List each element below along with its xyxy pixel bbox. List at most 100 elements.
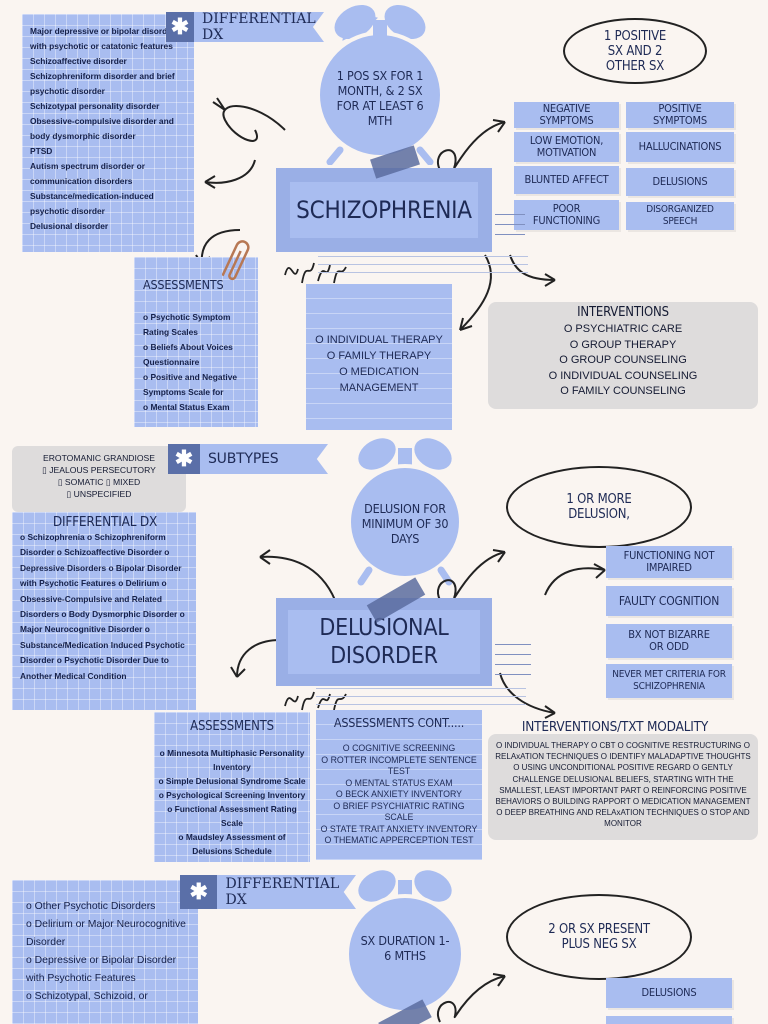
- interventions-text: O INDIVIDUAL THERAPY O CBT O COGNITIVE R…: [495, 741, 751, 829]
- subtypes-ribbon: ✱ SUBTYPES: [168, 444, 328, 474]
- list-item: O BRIEF PSYCHIATRIC RATING SCALE: [333, 800, 465, 823]
- feature-item: DELUSIONS: [606, 978, 732, 1008]
- lined-divider: [495, 664, 531, 665]
- criteria-bubble: 2 OR SX PRESENT PLUS NEG SX: [506, 894, 692, 980]
- negative-symptoms-header: NEGATIVE SYMPTOMS: [514, 102, 619, 128]
- interventions-header: INTERVENTIONS/TXT MODALITY: [521, 719, 709, 735]
- lined-divider: [495, 224, 525, 225]
- ribbon-label: DIFFERENTIAL DX: [202, 11, 316, 43]
- paperclip-icon: [222, 240, 250, 281]
- list-item: O GROUP COUNSELING: [559, 354, 687, 366]
- curly-arrow-icon: [437, 973, 506, 1023]
- assessments-card: ASSESSMENTS o Minnesota Multiphasic Pers…: [154, 712, 310, 862]
- curly-arrow-icon: [195, 229, 241, 266]
- list-item: o Depressive or Bipolar Disorder with Ps…: [26, 955, 177, 984]
- feature-item: BX NOT BIZARRE OR ODD: [606, 624, 732, 658]
- list-item: Substance/medication-induced psychotic d…: [30, 191, 154, 216]
- interventions-header: INTERVENTIONS: [577, 305, 669, 320]
- list-item: o Delirium or Major Neurocognitive Disor…: [26, 919, 186, 948]
- assessments-cont-card: ASSESSMENTS CONT..... O COGNITIVE SCREEN…: [316, 710, 482, 860]
- positive-symptoms-header: POSITIVE SYMPTOMS: [626, 102, 734, 128]
- list-item: o Psychological Screening Inventory: [158, 790, 306, 800]
- ribbon-label: DIFFERENTIAL DX: [225, 876, 340, 908]
- subtype-line: ▯ SOMATIC ▯ MIXED: [57, 477, 141, 487]
- asterisk-icon: ✱: [168, 444, 200, 474]
- title-line: DISORDER: [330, 643, 438, 669]
- list-item: o Maudsley Assessment of Delusions Sched…: [178, 832, 286, 856]
- clock-duration-text: 1 POS SX FOR 1 MONTH, & 2 SX FOR AT LEAS…: [336, 68, 424, 128]
- interventions-card: INTERVENTIONS O PSYCHIATRIC CARE O GROUP…: [488, 302, 758, 409]
- alarm-clock-icon: [316, 4, 444, 165]
- assessments-header: ASSESSMENTS: [190, 719, 274, 734]
- curly-arrow-icon: [437, 119, 506, 171]
- list-item: o Psychotic Symptom Rating Scales: [143, 312, 231, 337]
- differential-dx-ribbon: ✱ DIFFERENTIAL DX: [180, 875, 356, 909]
- list-item: PTSD: [30, 146, 53, 156]
- lined-divider: [318, 264, 528, 265]
- positive-symptom-item: DELUSIONS: [626, 168, 734, 196]
- list-item: O COGNITIVE SCREENING: [342, 743, 456, 753]
- curly-arrow-icon: [459, 254, 556, 331]
- therapy-item: O FAMILY THERAPY: [326, 350, 432, 362]
- list-item: o Schizotypal, Schizoid, or: [26, 991, 148, 1002]
- subtype-line: EROTOMANIC GRANDIOSE: [42, 453, 156, 463]
- differential-dx-text: o Schizophrenia o Schizophreniform Disor…: [20, 532, 185, 681]
- list-item: O BECK ANXIETY INVENTORY: [335, 789, 463, 799]
- list-item: O MENTAL STATUS EXAM: [345, 777, 453, 788]
- curly-arrow-icon: [204, 97, 286, 189]
- negative-symptom-item: POOR FUNCTIONING: [514, 200, 619, 230]
- differential-dx-ribbon: ✱ DIFFERENTIAL DX: [166, 12, 324, 42]
- lined-divider: [495, 654, 531, 655]
- list-item: O GROUP THERAPY: [569, 338, 677, 351]
- clock-duration-text: DELUSION FOR MINIMUM OF 30 DAYS: [361, 500, 449, 546]
- differential-dx-card: DIFFERENTIAL DX o Schizophrenia o Schizo…: [12, 512, 196, 710]
- list-item: O PSYCHIATRIC CARE: [563, 323, 683, 335]
- curly-arrow-icon: [499, 672, 556, 719]
- assessments-cont-header: ASSESSMENTS CONT.....: [333, 715, 465, 730]
- differential-dx-header: DIFFERENTIAL DX: [52, 514, 158, 530]
- positive-symptom-item: DISORGANIZED SPEECH: [626, 202, 734, 230]
- list-item: Delusional disorder: [30, 221, 109, 231]
- negative-symptom-item: BLUNTED AFFECT: [514, 166, 619, 194]
- list-item: Major depressive or bipolar disorder wit…: [30, 26, 176, 51]
- criteria-bubble: 1 OR MORE DELUSION,: [506, 466, 692, 548]
- lined-divider: [318, 256, 528, 257]
- lined-divider: [495, 644, 531, 645]
- criteria-bubble: 1 POSITIVE SX AND 2 OTHER SX: [563, 18, 707, 84]
- list-item: o Beliefs About Voices Questionnaire: [143, 342, 233, 367]
- list-item: Autism spectrum disorder or communicatio…: [30, 161, 145, 186]
- list-item: o Positive and Negative Symptoms Scale f…: [143, 372, 238, 397]
- differential-dx-list: o Other Psychotic Disorders o Delirium o…: [12, 880, 198, 1024]
- curly-arrow-icon: [437, 549, 506, 601]
- lined-divider: [495, 674, 531, 675]
- assessments-header: ASSESSMENTS: [143, 277, 224, 292]
- list-item: Schizoaffective disorder: [30, 56, 127, 66]
- interventions-card: O INDIVIDUAL THERAPY O CBT O COGNITIVE R…: [488, 734, 758, 840]
- list-item: o Functional Assessment Rating Scale: [167, 804, 297, 828]
- list-item: O THEMATIC APPERCEPTION TEST: [324, 835, 474, 845]
- therapy-item: O MEDICATION MANAGEMENT: [339, 366, 419, 394]
- squiggle-decoration: [284, 262, 347, 284]
- lined-divider: [495, 214, 525, 215]
- lined-divider: [316, 688, 526, 689]
- therapy-item: O INDIVIDUAL THERAPY: [315, 334, 443, 346]
- list-item: O FAMILY COUNSELING: [560, 385, 686, 397]
- positive-symptom-item: HALLUCINATIONS: [626, 132, 734, 162]
- negative-symptom-item: LOW EMOTION, MOTIVATION: [514, 132, 619, 162]
- curly-arrow-icon: [544, 563, 606, 596]
- subtype-line: ▯ UNSPECIFIED: [66, 489, 132, 499]
- list-item: o Simple Delusional Syndrome Scale: [158, 776, 306, 786]
- differential-dx-list: Major depressive or bipolar disorder wit…: [22, 14, 194, 252]
- list-item: o Mental Status Exam: [143, 402, 230, 412]
- list-item: o Minnesota Multiphasic Personality Inve…: [159, 748, 305, 772]
- clock-duration-text: SX DURATION 1-6 MTHS: [360, 933, 450, 963]
- ribbon-label: SUBTYPES: [208, 451, 279, 467]
- therapy-card: O INDIVIDUAL THERAPY O FAMILY THERAPY O …: [306, 284, 452, 430]
- page-title: SCHIZOPHRENIA: [276, 168, 492, 252]
- subtype-line: ▯ JEALOUS PERSECUTORY: [42, 465, 156, 475]
- asterisk-icon: ✱: [166, 12, 195, 42]
- squiggle-decoration: [284, 691, 347, 711]
- lined-divider: [318, 272, 528, 273]
- feature-item: NEVER MET CRITERIA FOR SCHIZOPHRENIA: [606, 664, 732, 698]
- list-item: O ROTTER INCOMPLETE SENTENCE TEST: [321, 754, 477, 777]
